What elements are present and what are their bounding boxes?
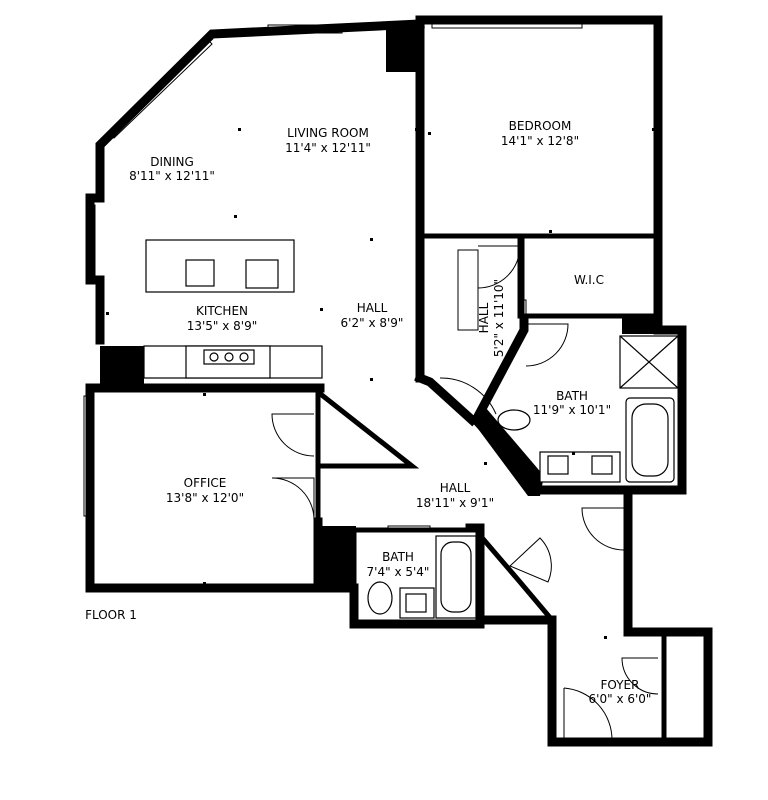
walls	[85, 15, 713, 747]
hall-vertical-dims: 5'2" x 11'10"	[492, 279, 506, 357]
dining-name: DINING	[150, 155, 194, 169]
living-room-name: LIVING ROOM	[287, 126, 369, 140]
wic-name: W.I.C	[574, 273, 604, 287]
hall-vertical-name: HALL	[477, 302, 491, 333]
foyer-dims: 6'0" x 6'0"	[589, 692, 652, 706]
hall-main-name: HALL	[440, 481, 471, 495]
office-dims: 13'8" x 12'0"	[166, 491, 244, 505]
bedroom-dims: 14'1" x 12'8"	[501, 134, 579, 148]
hall-main-dims: 18'11" x 9'1"	[416, 496, 494, 510]
foyer-name: FOYER	[601, 678, 640, 692]
bath-master-dims: 11'9" x 10'1"	[533, 403, 611, 417]
hall-center-name: HALL	[357, 301, 388, 315]
office-name: OFFICE	[184, 476, 227, 490]
dining-dims: 8'11" x 12'11"	[129, 169, 215, 183]
kitchen-name: KITCHEN	[196, 304, 248, 318]
bath-small-dims: 7'4" x 5'4"	[367, 565, 430, 579]
kitchen-dims: 13'5" x 8'9"	[187, 319, 258, 333]
room-labels: DINING 8'11" x 12'11" LIVING ROOM 11'4" …	[85, 119, 651, 706]
master-bath-fixtures	[497, 335, 679, 483]
living-room-dims: 11'4" x 12'11"	[285, 141, 371, 155]
kitchen-fixtures	[143, 239, 323, 379]
wall-masses	[100, 24, 658, 592]
bath-master-name: BATH	[556, 389, 588, 403]
small-bath-fixtures	[367, 535, 477, 619]
doors	[271, 245, 659, 741]
markers	[106, 128, 655, 639]
floor-label: FLOOR 1	[85, 608, 137, 622]
bath-small-name: BATH	[382, 550, 414, 564]
hall-center-dims: 6'2" x 8'9"	[341, 316, 404, 330]
bedroom-name: BEDROOM	[509, 119, 572, 133]
